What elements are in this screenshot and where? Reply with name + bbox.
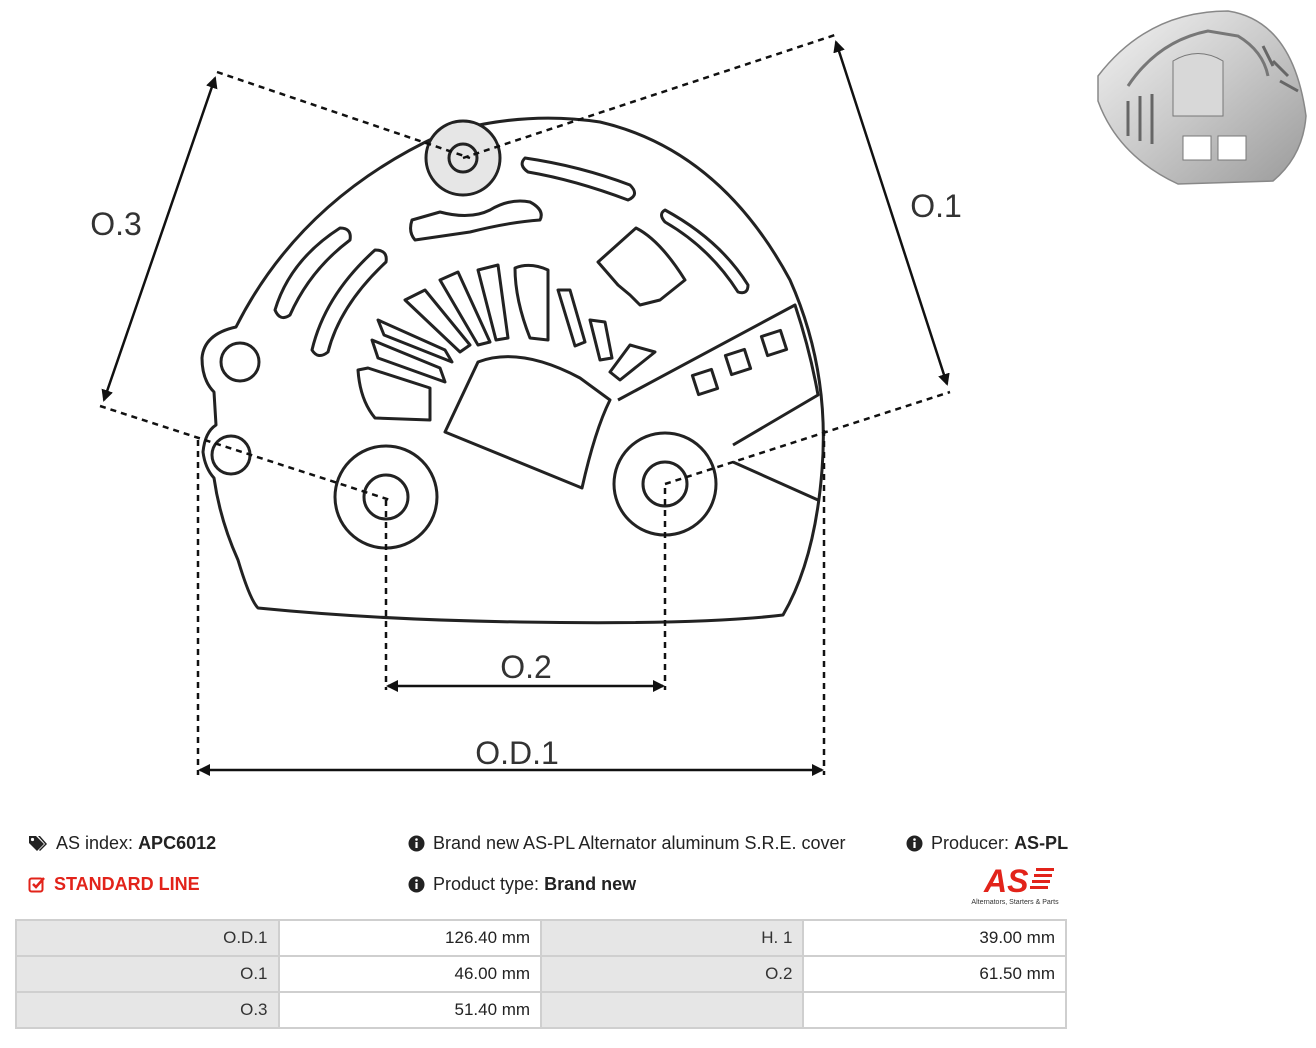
spec-value: 51.40 mm <box>279 993 541 1027</box>
as-index-value: APC6012 <box>138 833 217 853</box>
info-icon <box>408 876 425 893</box>
spec-key: O.1 <box>17 957 278 991</box>
spec-value: 46.00 mm <box>279 957 541 991</box>
product-type-label: Product type: <box>433 874 540 894</box>
spec-value: 61.50 mm <box>804 957 1065 991</box>
label-o1: O.1 <box>910 188 962 224</box>
product-photo <box>1097 10 1307 185</box>
product-type-value: Brand new <box>544 874 637 894</box>
spec-value <box>804 993 1065 1027</box>
svg-text:AS: AS <box>983 863 1029 899</box>
hole-left <box>333 444 439 550</box>
producer-value: AS-PL <box>1014 833 1069 853</box>
dim-arrow-o3 <box>101 76 218 402</box>
spec-key: O.D.1 <box>17 921 278 955</box>
label-o2: O.2 <box>500 649 552 685</box>
cover-outline <box>200 116 825 625</box>
logo-tagline: Alternators, Starters & Parts <box>971 899 1059 906</box>
spec-key: H. 1 <box>542 921 803 955</box>
spec-key: O.3 <box>17 993 278 1027</box>
technical-drawing: O.3 O.1 O.2 O.D.1 <box>90 32 962 776</box>
info-icon <box>408 835 425 852</box>
checkbox-checked-icon <box>28 876 45 892</box>
product-type: Product type: Brand new <box>408 874 636 895</box>
info-icon <box>906 835 923 852</box>
spec-key <box>542 993 803 1027</box>
tags-icon <box>29 835 47 851</box>
producer: Producer: AS-PL <box>906 833 1068 854</box>
dim-arrow-o1 <box>833 40 950 386</box>
as-index-label: AS index: <box>56 833 134 853</box>
product-line: STANDARD LINE <box>28 874 200 895</box>
spec-key: O.2 <box>542 957 803 991</box>
label-od1: O.D.1 <box>475 735 559 771</box>
spec-value: 39.00 mm <box>804 921 1065 955</box>
as-index: AS index: APC6012 <box>28 833 216 854</box>
description: Brand new AS-PL Alternator aluminum S.R.… <box>408 833 846 854</box>
product-line-text: STANDARD LINE <box>54 874 200 894</box>
producer-label: Producer: <box>931 833 1010 853</box>
label-o3: O.3 <box>90 206 142 242</box>
description-text: Brand new AS-PL Alternator aluminum S.R.… <box>433 833 846 853</box>
as-pl-logo: AS Alternators, Starters & Parts <box>971 863 1059 906</box>
spec-value: 126.40 mm <box>279 921 541 955</box>
